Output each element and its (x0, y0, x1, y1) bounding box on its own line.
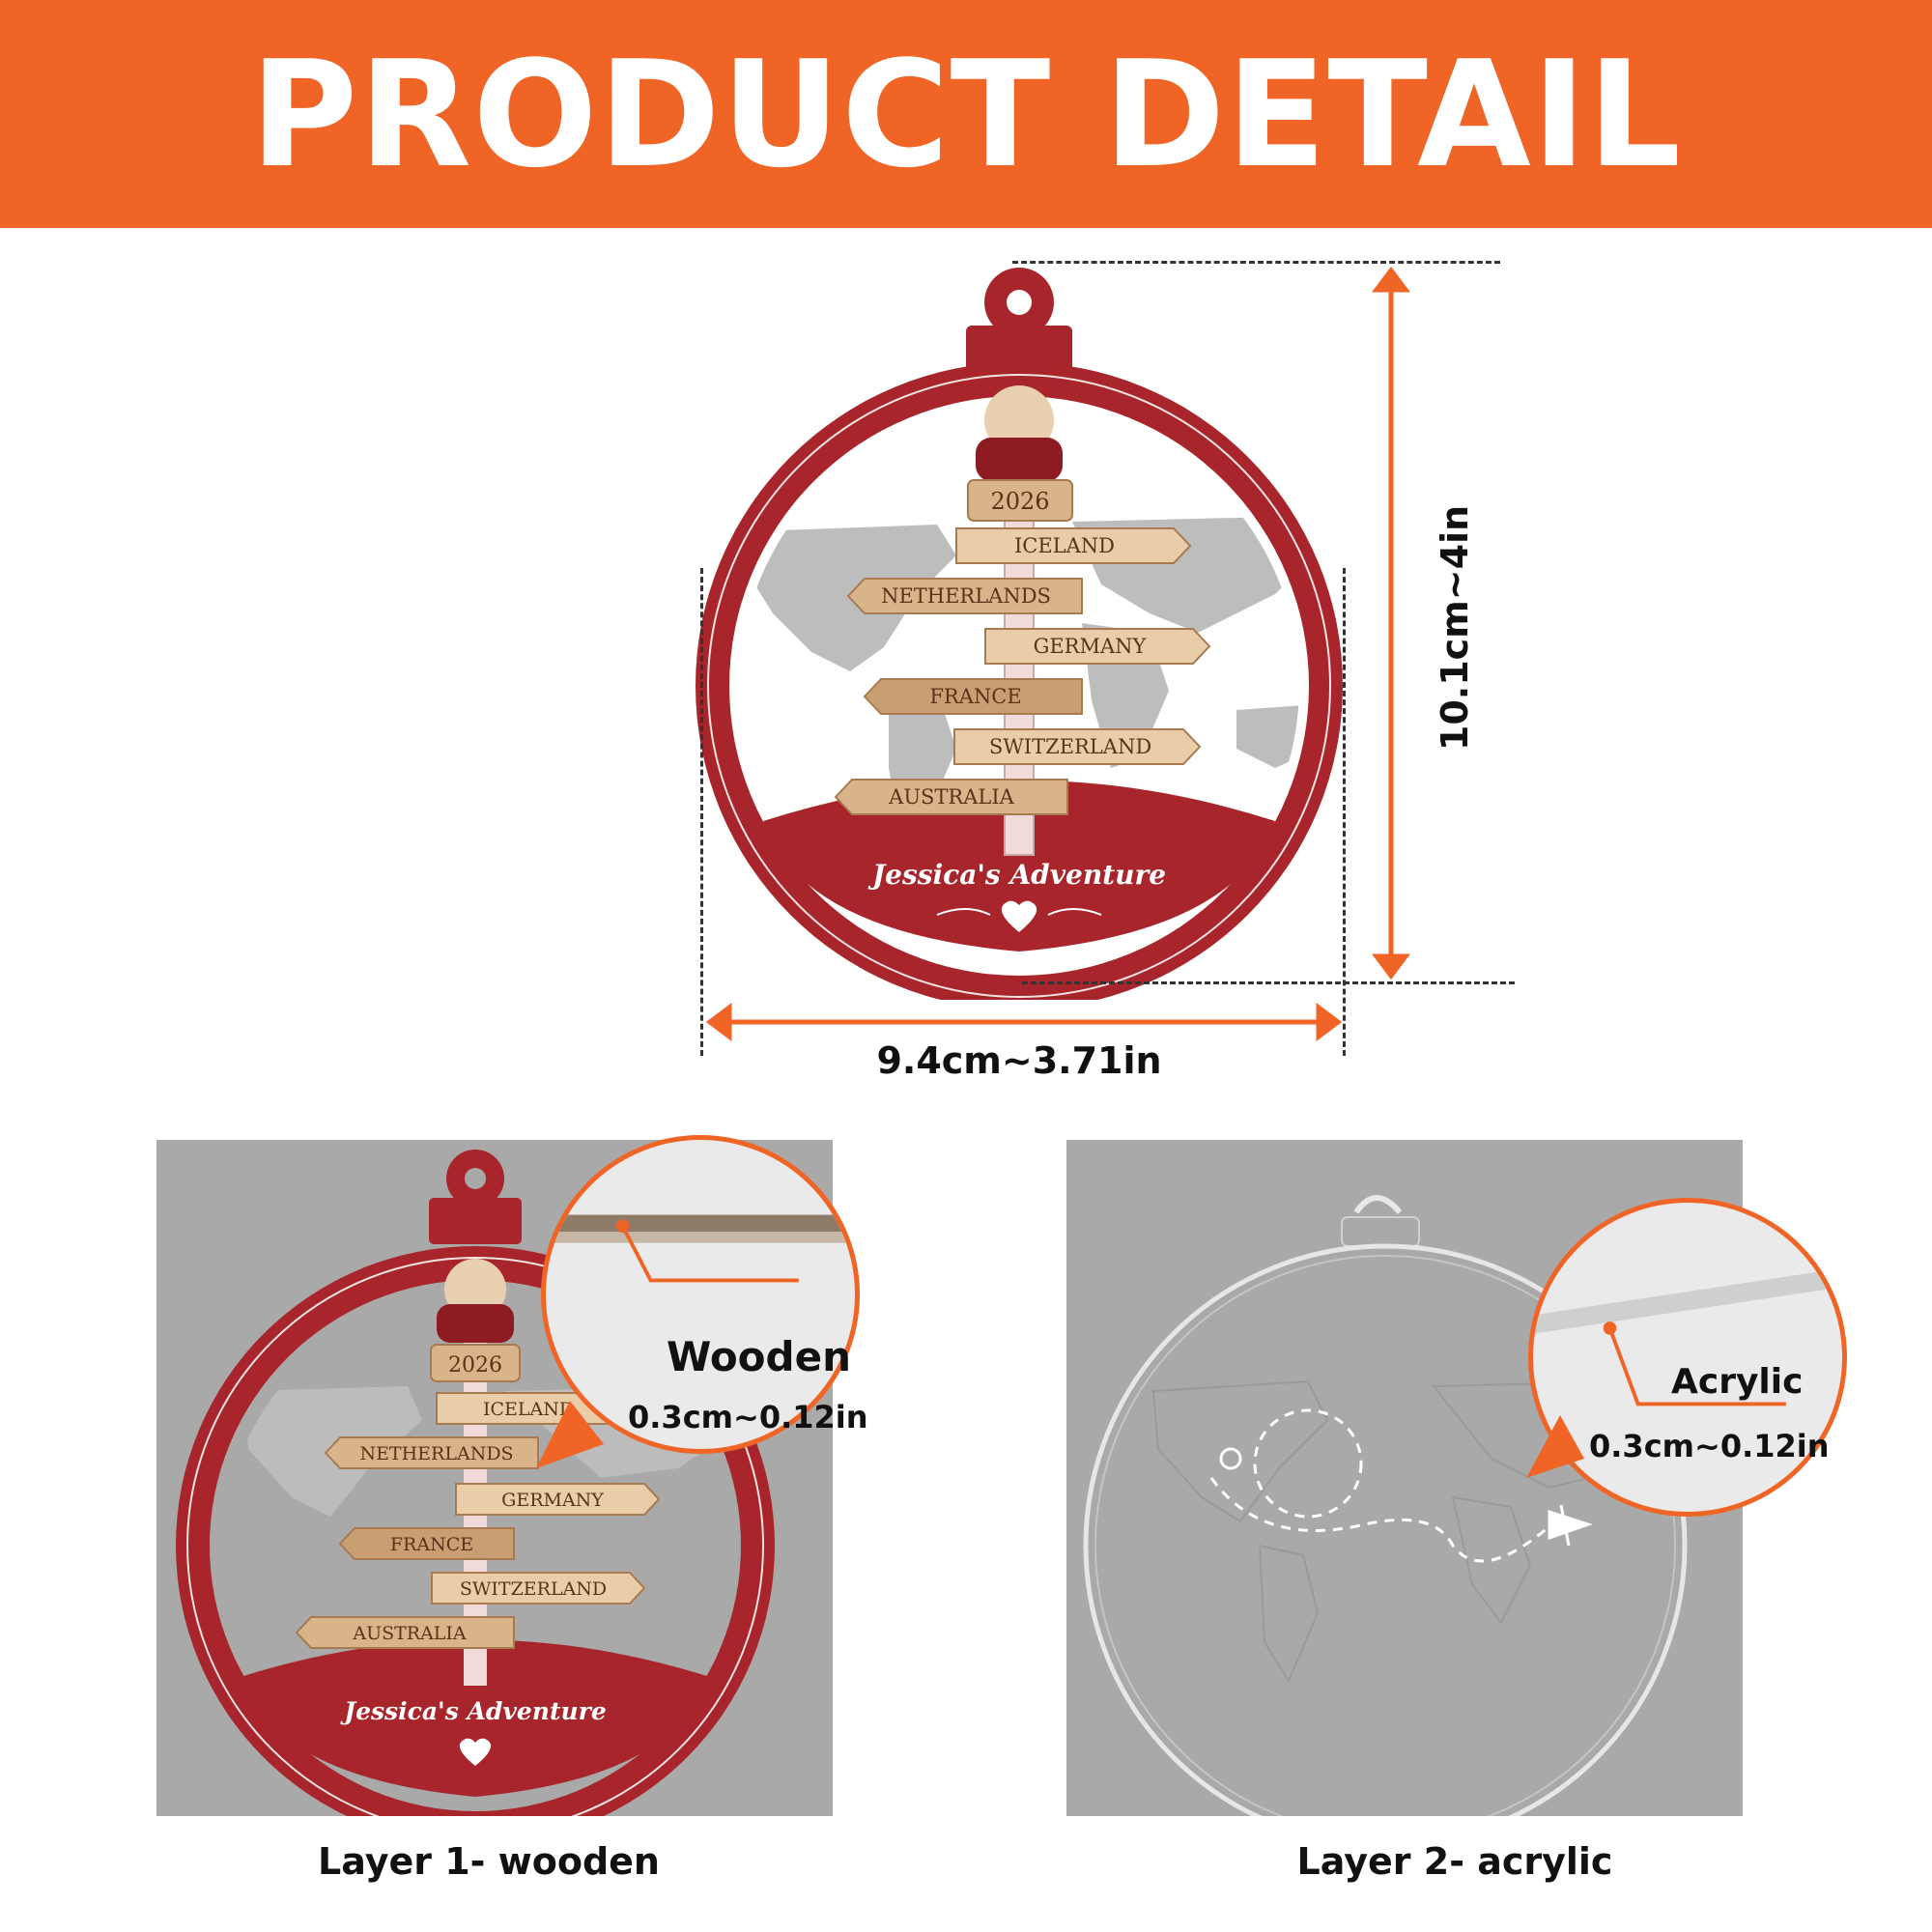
wooden-material-label: Wooden (667, 1333, 851, 1380)
location-pin-icon (1219, 1447, 1242, 1470)
branch-icon (936, 908, 991, 916)
acrylic-zoom-circle (1528, 1198, 1847, 1517)
acrylic-layer-image (1083, 1195, 1688, 1816)
adventure-caption: Jessica's Adventure (340, 1697, 607, 1725)
sign-label: GERMANY (1034, 635, 1148, 658)
sign-label: SWITZERLAND (989, 735, 1151, 758)
airplane-icon (1548, 1504, 1593, 1547)
dim-guide-top (1012, 261, 1500, 264)
name-plate (763, 780, 1275, 952)
sign-label: ICELAND (1014, 534, 1115, 557)
height-dimension: 10.1cm~4in (1434, 504, 1476, 752)
sign-label: AUSTRALIA (352, 1623, 467, 1644)
sign-label: FRANCE (390, 1534, 473, 1555)
sign-label: NETHERLANDS (359, 1443, 513, 1464)
heart-icon (1001, 900, 1037, 932)
main-ornament-image: 2026 ICELAND NETHERLANDS GERMANY FRANCE … (696, 268, 1343, 1000)
branch-icon (1047, 908, 1102, 916)
adventure-caption: Jessica's Adventure (867, 859, 1166, 891)
acrylic-thickness-label: 0.3cm~0.12in (1589, 1428, 1830, 1464)
page-title: PRODUCT DETAIL (249, 28, 1683, 200)
layer1-caption: Layer 1- wooden (318, 1840, 660, 1883)
sign-label: FRANCE (929, 685, 1021, 708)
sign-label: ICELAND (483, 1399, 574, 1420)
dim-guide-left (700, 568, 703, 1056)
wooden-thickness-label: 0.3cm~0.12in (628, 1399, 868, 1435)
header-banner: PRODUCT DETAIL (0, 0, 1932, 228)
sign-label: SWITZERLAND (460, 1578, 607, 1600)
heart-icon (459, 1738, 492, 1766)
sign-label: NETHERLANDS (881, 584, 1051, 608)
dim-guide-bottom (1022, 981, 1515, 984)
sign-label: GERMANY (501, 1490, 604, 1511)
layer2-caption: Layer 2- acrylic (1296, 1840, 1613, 1883)
year-label: 2026 (990, 488, 1049, 515)
acrylic-material-label: Acrylic (1671, 1362, 1804, 1402)
year-label: 2026 (448, 1353, 502, 1378)
width-dimension: 9.4cm~3.71in (876, 1039, 1162, 1082)
sign-label: AUSTRALIA (888, 785, 1014, 809)
dim-guide-right (1343, 568, 1346, 1056)
